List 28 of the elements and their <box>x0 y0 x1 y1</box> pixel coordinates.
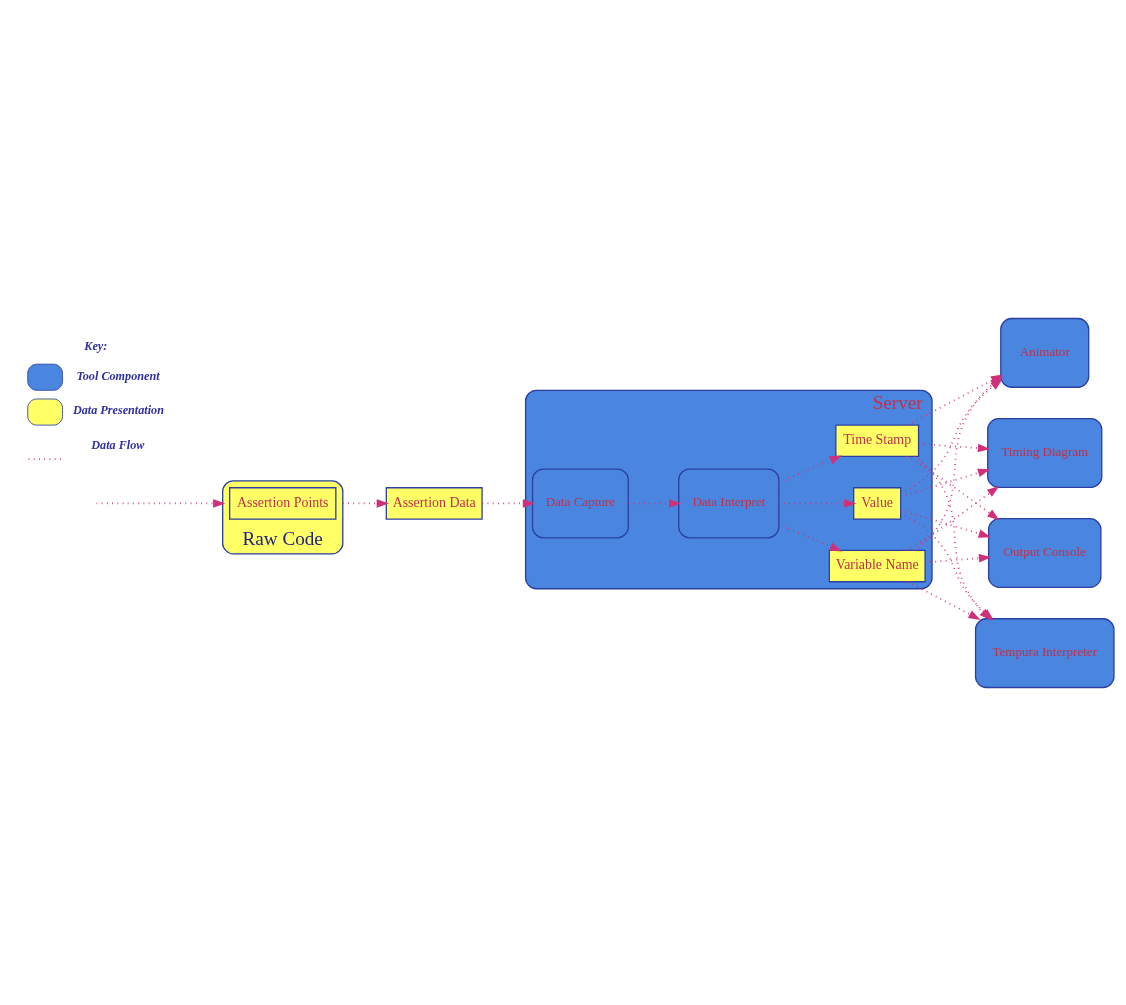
label: Key: <box>84 338 108 353</box>
arrow <box>899 468 991 497</box>
arrow <box>899 508 991 538</box>
arrow <box>778 523 842 551</box>
arrow <box>778 498 857 508</box>
arrow <box>924 553 992 563</box>
legend-label: Data Flow <box>91 437 145 452</box>
legend-label: Tool Component <box>76 368 160 383</box>
arrow <box>778 454 842 483</box>
node-box: Assertion Data <box>385 486 483 520</box>
node-box: Data Interpret <box>678 467 780 538</box>
arrow <box>905 455 1000 520</box>
node-box: Variable Name <box>828 549 926 582</box>
node-box: Data Capture <box>531 467 629 538</box>
legend-label: Data Presentation <box>72 402 164 417</box>
node-box: Output Console <box>987 517 1102 588</box>
node-box: Animator <box>1000 317 1090 388</box>
arrow <box>341 498 389 508</box>
arrow <box>907 580 981 620</box>
node-box: Tempura Interpreter <box>974 617 1115 688</box>
arrow <box>627 498 682 508</box>
node-box: Timing Diagram <box>987 417 1103 488</box>
node-box: Assertion Points <box>229 486 337 520</box>
arrow <box>905 485 1000 551</box>
node-box: Value <box>853 486 902 520</box>
arrow <box>481 498 535 508</box>
node-box: Time Stamp <box>835 423 920 457</box>
arrow <box>899 378 1003 494</box>
